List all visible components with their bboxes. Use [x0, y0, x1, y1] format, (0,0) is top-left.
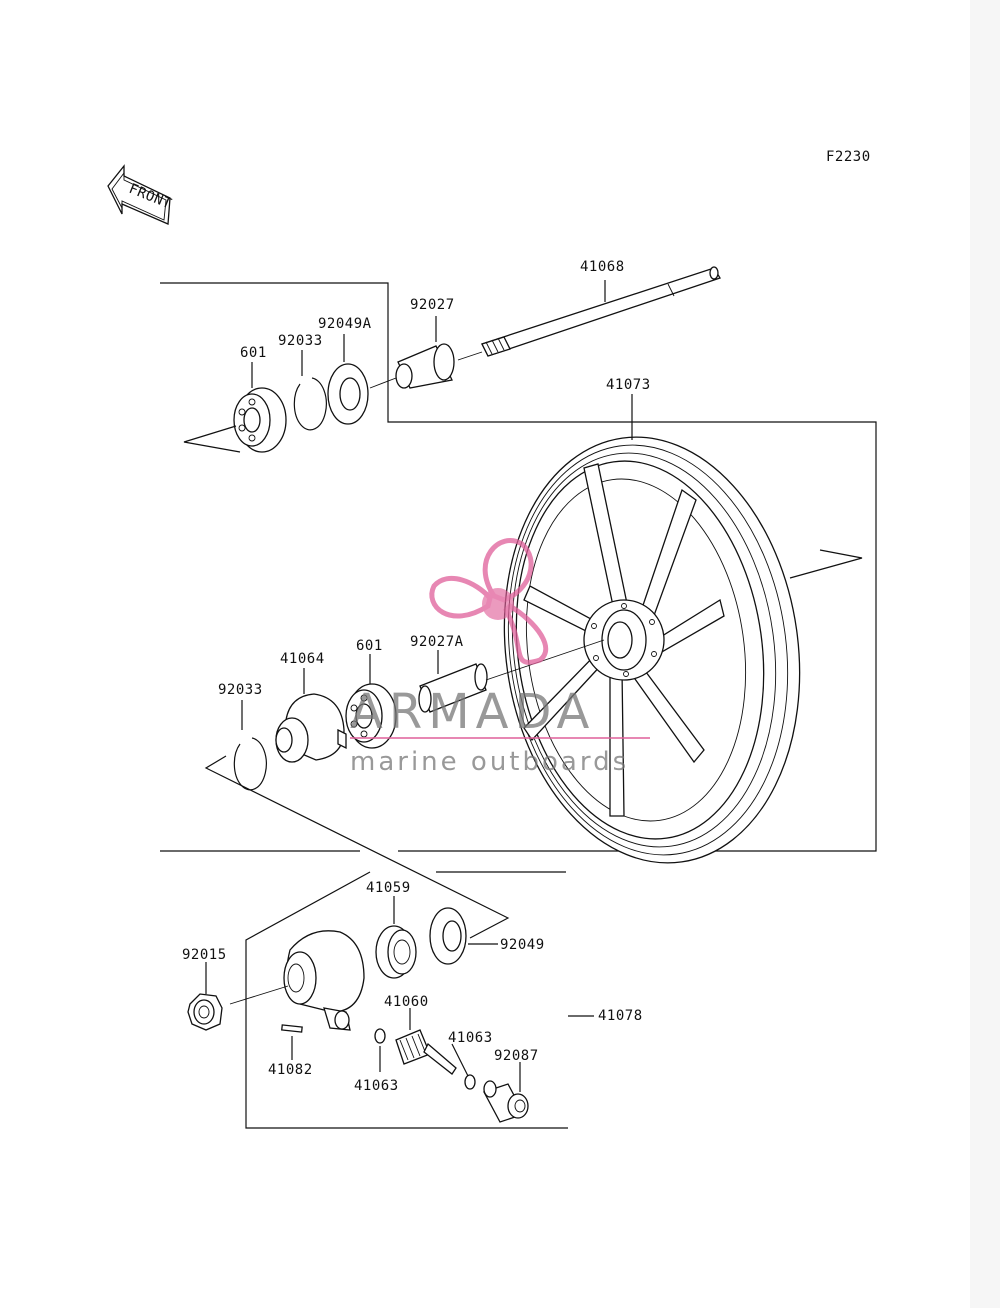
callout-41059: 41059 [366, 880, 411, 896]
callout-41060: 41060 [384, 994, 429, 1010]
washer-41063-right [451, 1043, 476, 1090]
callout-92087: 92087 [494, 1048, 539, 1064]
callout-41078: 41078 [598, 1008, 643, 1024]
seal-92049 [429, 907, 498, 965]
callout-41063-right: 41063 [448, 1030, 493, 1046]
bearing-601-lower [345, 654, 397, 749]
seal-92049A [327, 334, 369, 425]
callout-92049A: 92049A [318, 316, 372, 332]
axle-41068 [481, 266, 721, 357]
callout-41073: 41073 [606, 377, 651, 393]
watermark: ARMADA marine outboards [350, 538, 650, 777]
gear-41059 [375, 896, 417, 979]
callout-92027: 92027 [410, 297, 455, 313]
watermark-brand: ARMADA [350, 684, 595, 740]
figure-code: F2230 [826, 149, 871, 165]
callout-92015: 92015 [182, 947, 227, 963]
wheel-41073 [503, 394, 801, 864]
callout-41082: 41082 [268, 1062, 313, 1078]
bearing-601-upper [233, 362, 287, 453]
front-arrow-icon: FRONT [107, 164, 174, 225]
callout-601-upper: 601 [240, 345, 267, 361]
washer-41063-left [374, 1028, 386, 1072]
callout-601-lower: 601 [356, 638, 383, 654]
cover-41064 [275, 668, 347, 763]
callout-41063-left: 41063 [354, 1078, 399, 1094]
watermark-tagline: marine outboards [350, 747, 629, 777]
nut-92015 [187, 962, 223, 1031]
circlip-92033-lower [233, 700, 267, 791]
callout-92033-upper: 92033 [278, 333, 323, 349]
spacer-92027A [418, 650, 488, 713]
circlip-92033-upper [293, 350, 327, 431]
collar-92027 [395, 316, 455, 389]
callout-labels: 41068 92027 92049A 92033 601 41073 92027… [182, 259, 651, 1094]
page-edge-strip [970, 0, 1000, 1308]
bushing-92087 [483, 1062, 529, 1123]
callout-92033-lower: 92033 [218, 682, 263, 698]
meter-gear-housing [283, 930, 365, 1031]
callout-41068: 41068 [580, 259, 625, 275]
callout-41064: 41064 [280, 651, 325, 667]
propeller-logo-icon [429, 538, 549, 665]
callout-92049: 92049 [500, 937, 545, 953]
pin-41082 [281, 1024, 303, 1060]
callout-92027A: 92027A [410, 634, 464, 650]
pinion-41060 [395, 1008, 457, 1075]
